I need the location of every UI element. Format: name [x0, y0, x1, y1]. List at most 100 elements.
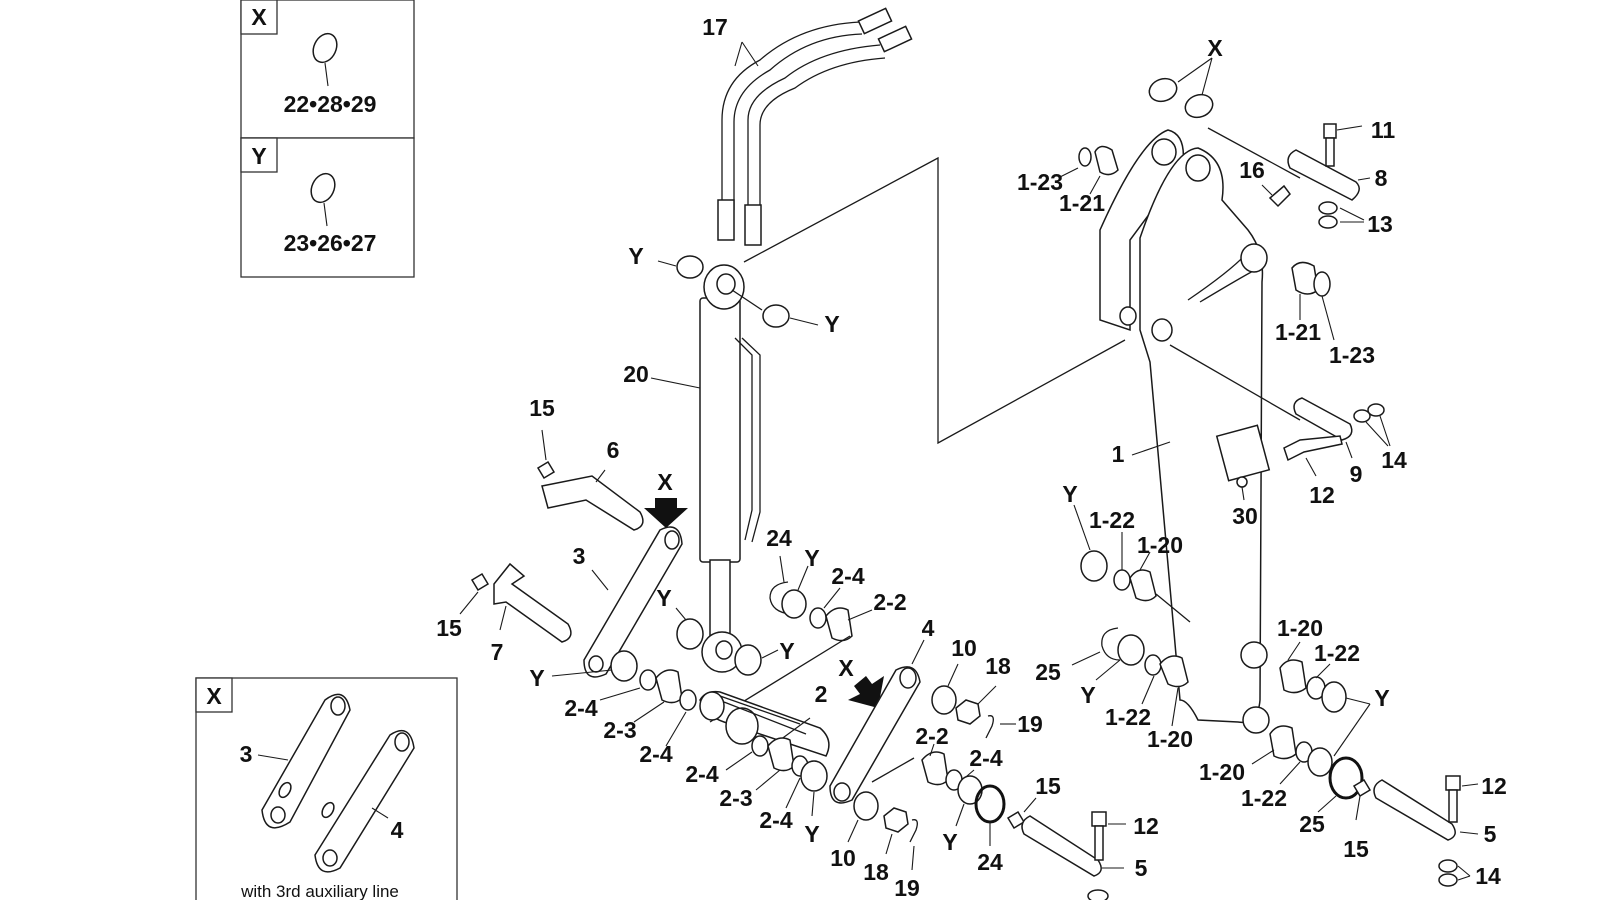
bushing [1269, 725, 1297, 760]
callout-y-d: Y [656, 585, 671, 611]
callout-16: 16 [1239, 157, 1265, 183]
bolt-12 [1094, 825, 1104, 861]
callout-1-20-c: 1-20 [1277, 615, 1323, 641]
legend-box-x-bottom: X 3 4 with 3rd auxiliary line [195, 677, 458, 900]
callout-15-a: 15 [529, 395, 555, 421]
callout-y-i: Y [1062, 481, 1077, 507]
callout-15-b: 15 [436, 615, 462, 641]
callout-2-2-b: 2-2 [915, 723, 948, 749]
bushing [825, 607, 853, 642]
pin-5 [1021, 815, 1102, 877]
seal-ring [1113, 569, 1131, 591]
link-3-icon [261, 693, 351, 829]
snap-ring-24 [974, 784, 1006, 824]
callout-14-a: 14 [1381, 447, 1407, 473]
callout-24-a: 24 [766, 525, 792, 551]
callout-8: 8 [1375, 165, 1388, 191]
legend-x2-caption: with 3rd auxiliary line [240, 882, 399, 900]
washer-y [676, 255, 704, 279]
legend-x-parts: 22•28•29 [284, 91, 377, 117]
bolt-head [1091, 811, 1107, 827]
legend-x2-part-3: 3 [240, 741, 253, 767]
bushing [767, 737, 795, 772]
callout-1-23-b: 1-23 [1329, 342, 1375, 368]
grease-fitting-icon [470, 572, 490, 592]
callout-y-c: Y [804, 545, 819, 571]
pin-6 [541, 475, 644, 531]
callout-12-b: 12 [1309, 482, 1335, 508]
seal-ring [639, 669, 657, 691]
callout-15-d: 15 [1343, 836, 1369, 862]
washer-y [781, 589, 807, 619]
callout-5-b: 5 [1484, 821, 1497, 847]
callout-2-4-a: 2-4 [831, 563, 864, 589]
washer-10 [853, 791, 879, 821]
washer-y [957, 775, 983, 805]
callout-2: 2 [815, 681, 828, 707]
callout-y-g: Y [804, 821, 819, 847]
callout-2-2-a: 2-2 [873, 589, 906, 615]
bushing [1279, 659, 1307, 694]
nut-14 [1367, 403, 1385, 417]
callout-1-21-b: 1-21 [1275, 319, 1321, 345]
washer-icon [310, 172, 336, 204]
callout-2-3-a: 2-3 [603, 717, 636, 743]
nut-13 [1318, 201, 1338, 215]
callout-x-top: X [1207, 35, 1223, 61]
washer-y [800, 760, 828, 792]
nut-14 [1353, 409, 1371, 423]
cotter-pin-19 [985, 715, 994, 739]
pin-5 [1373, 779, 1456, 841]
callout-2-4-c: 2-4 [639, 741, 672, 767]
seal-ring [1144, 654, 1162, 676]
link-4 [829, 666, 921, 804]
washer-y [734, 644, 762, 676]
callout-1-22-b: 1-22 [1105, 704, 1151, 730]
callout-20: 20 [623, 361, 649, 387]
callout-10-a: 10 [951, 635, 977, 661]
seal-ring [1313, 271, 1331, 297]
snap-ring-24 [769, 581, 791, 615]
nut-14 [1438, 859, 1458, 873]
washer-y [610, 650, 638, 682]
callout-4: 4 [922, 615, 935, 641]
callout-2-4-e: 2-4 [759, 807, 792, 833]
callout-30: 30 [1232, 503, 1258, 529]
legend-x-tag: X [251, 4, 267, 30]
callout-19-b: 19 [894, 875, 920, 900]
callout-11: 11 [1371, 117, 1396, 143]
legend-box-x-top: X 22•28•29 [240, 0, 415, 139]
callout-1-22-a: 1-22 [1089, 507, 1135, 533]
callout-10-b: 10 [830, 845, 856, 871]
legend-y-parts: 23•26•27 [284, 230, 377, 256]
seal-ring [809, 607, 827, 629]
callout-18-b: 18 [863, 859, 889, 885]
boom-arm [1099, 129, 1271, 734]
callout-9: 9 [1350, 461, 1363, 487]
bushing [1129, 569, 1157, 602]
seal-ring [751, 735, 769, 757]
grease-fitting-icon [536, 460, 556, 480]
callout-7: 7 [491, 639, 504, 665]
washer-y [1321, 681, 1347, 713]
callout-y-b: Y [824, 311, 839, 337]
hydraulic-hoses [717, 7, 913, 246]
cotter-pin-19 [909, 819, 918, 843]
callout-1-22-d: 1-22 [1241, 785, 1287, 811]
washer-y [762, 304, 790, 328]
washer-y [1080, 550, 1108, 582]
callout-1-23-a: 1-23 [1017, 169, 1063, 195]
callout-1-20-a: 1-20 [1137, 532, 1183, 558]
callout-1-20-b: 1-20 [1147, 726, 1193, 752]
callout-6: 6 [607, 437, 620, 463]
callout-x-arrow-2: X [838, 655, 854, 681]
callout-17: 17 [702, 14, 728, 40]
snap-ring-25 [1101, 627, 1121, 661]
callout-14-b: 14 [1475, 863, 1501, 889]
callout-2-4-d: 2-4 [685, 761, 718, 787]
callout-25-b: 25 [1299, 811, 1325, 837]
callout-y-e: Y [779, 638, 794, 664]
callout-25-a: 25 [1035, 659, 1061, 685]
washer-icon [312, 32, 338, 64]
nut-18 [883, 807, 909, 833]
